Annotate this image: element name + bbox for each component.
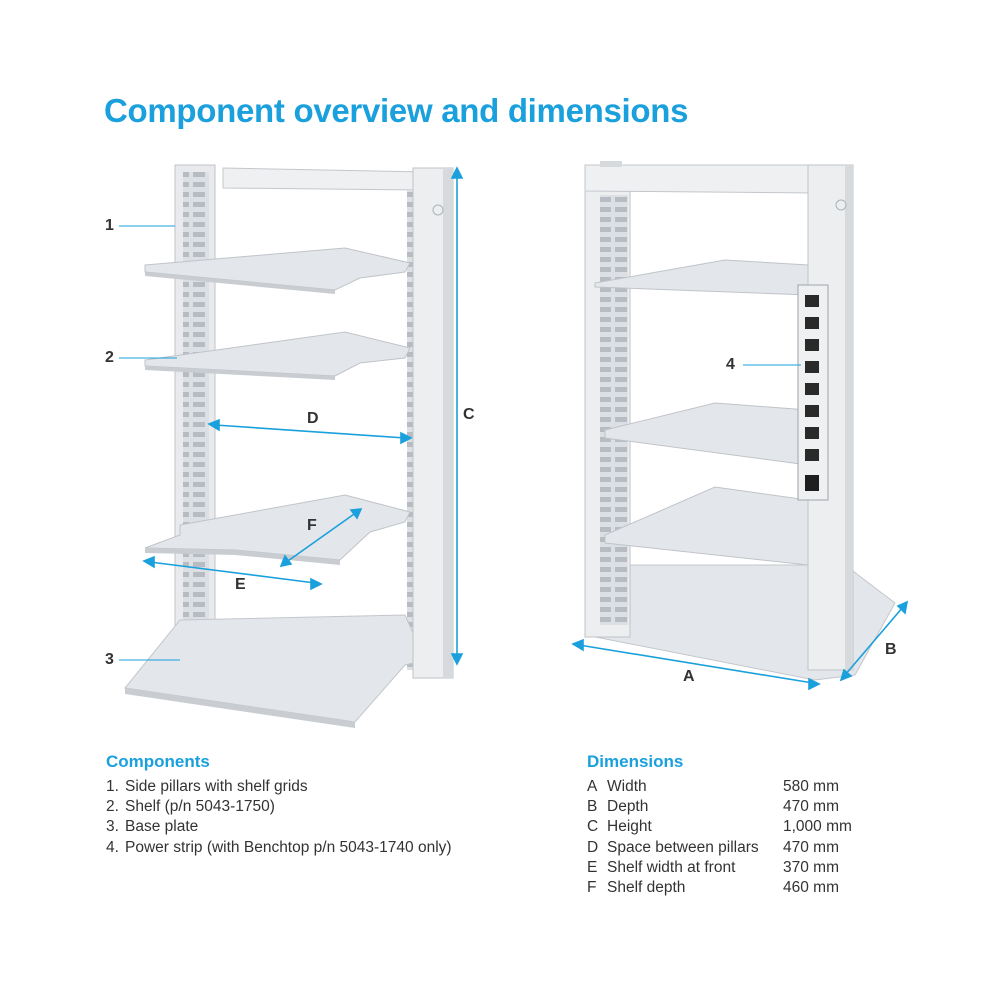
dimensions-heading: Dimensions	[587, 752, 684, 771]
rack-illustration-front: 1 2 3 C D E F	[95, 160, 495, 730]
list-item: 4.Power strip (with Benchtop p/n 5043-17…	[106, 838, 452, 856]
shelf-lower	[604, 486, 809, 566]
list-item: 2.Shelf (p/n 5043-1750)	[106, 798, 275, 816]
dimension-label-e: E	[235, 576, 246, 593]
shelf-2	[144, 331, 411, 380]
dimension-label-f: F	[307, 517, 317, 534]
callout-3: 3	[105, 651, 114, 668]
components-list: 1.Side pillars with shelf grids 2.Shelf …	[106, 777, 452, 858]
list-item: 3.Base plate	[106, 818, 199, 836]
rack-side-drawing	[571, 161, 909, 691]
dimension-label-a: A	[683, 668, 695, 685]
dimension-label-c: C	[463, 406, 475, 423]
dimension-label-d: D	[307, 410, 319, 427]
shelf-middle	[604, 402, 809, 466]
list-item: 1.Side pillars with shelf grids	[106, 778, 308, 795]
components-heading: Components	[106, 752, 210, 771]
callout-4: 4	[726, 356, 735, 373]
callout-2: 2	[105, 349, 114, 366]
rack-front-drawing	[119, 164, 464, 728]
shelf-3	[144, 494, 411, 565]
dimension-label-b: B	[885, 641, 897, 658]
power-strip	[797, 284, 829, 501]
shelf-1	[144, 247, 411, 294]
callout-1: 1	[105, 217, 114, 234]
rack-illustration-side: 4 A B	[565, 155, 915, 695]
shelf-upper	[594, 259, 809, 296]
page-title: Component overview and dimensions	[104, 92, 689, 129]
